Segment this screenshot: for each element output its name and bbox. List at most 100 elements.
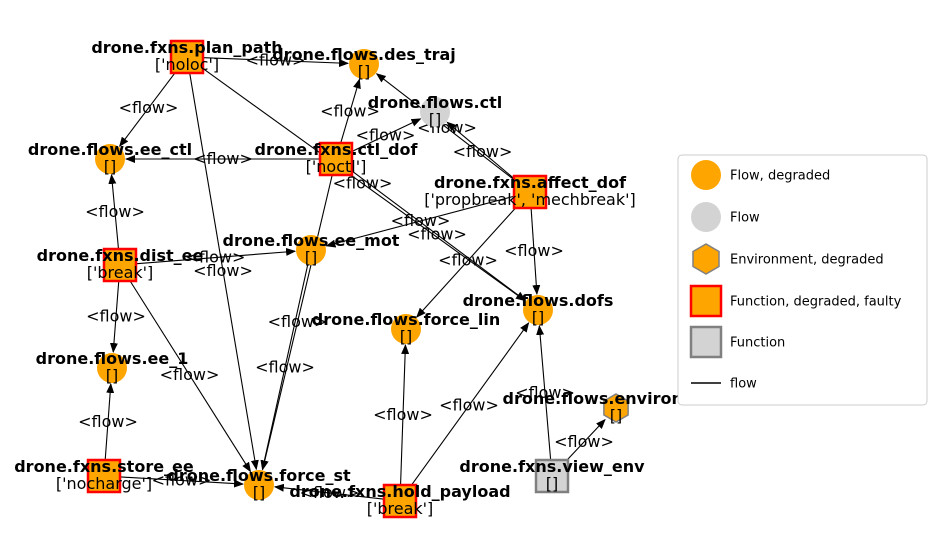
node-name-label: drone.fxns.plan_path — [91, 38, 282, 57]
node-name-label: drone.fxns.ctl_dof — [255, 140, 419, 159]
node-name-label: drone.fxns.view_env — [459, 457, 645, 476]
legend-swatch-environment-degraded — [692, 243, 720, 275]
edge-label: <flow> — [255, 358, 315, 377]
edge-affect_dof-to-ctl — [446, 121, 518, 182]
node-force-lin — [391, 314, 421, 344]
edge-label: <flow> — [193, 149, 253, 168]
node-name-label: drone.flows.ee_mot — [223, 231, 400, 250]
edge-ctl_dof-to-dofs — [349, 168, 526, 302]
node-status-label: [] — [610, 406, 622, 425]
node-name-label: drone.fxns.hold_payload — [289, 482, 510, 501]
node-name-label: drone.fxns.dist_ee — [37, 246, 204, 265]
node-ee-ctl — [95, 144, 125, 174]
legend-swatch-function — [689, 325, 723, 359]
legend-label: Function, degraded, faulty — [730, 295, 902, 310]
edge-affect_dof-to-des_traj — [375, 73, 517, 183]
edge-dist_ee-to-ee_1 — [109, 281, 120, 354]
node-status-label: [] — [104, 157, 116, 176]
edge-labels-layer: <flow><flow><flow><flow><flow><flow><flo… — [78, 51, 614, 503]
edge-affect_dof-to-dofs — [530, 208, 541, 296]
node-name-label: drone.flows.environment — [503, 389, 730, 408]
edge-store_ee-to-force_st — [120, 476, 245, 488]
node-affect-dof — [512, 174, 548, 210]
edge-label: <flow> — [373, 405, 433, 424]
node-des-traj — [349, 49, 379, 79]
edge-dist_ee-to-ee_mot — [136, 247, 297, 265]
edge-hold_payload-to-dofs — [409, 322, 530, 488]
edge-store_ee-to-ee_1 — [104, 382, 115, 460]
node-name-label: drone.fxns.store_ee — [14, 457, 194, 476]
edge-plan_path-to-dofs — [200, 66, 526, 302]
node-view-env — [534, 458, 570, 494]
node-dofs — [523, 295, 553, 325]
node-hold-payload — [382, 483, 418, 519]
node-name-label: drone.flows.des_traj — [272, 45, 456, 64]
edge-label: <flow> — [86, 307, 146, 326]
node-status-label: [] — [429, 110, 441, 129]
node-name-label: drone.flows.ee_1 — [36, 349, 189, 368]
node-labels-layer: drone.fxns.plan_path['noloc']drone.flows… — [14, 38, 730, 518]
node-status-label: ['nocharge'] — [56, 474, 152, 493]
edge-label: <flow> — [300, 483, 360, 502]
legend-label: flow — [730, 377, 757, 392]
legend-swatch-flow — [691, 202, 721, 232]
node-store-ee — [86, 458, 122, 494]
edge-plan_path-to-force_st — [189, 73, 259, 471]
node-status-label: [] — [532, 308, 544, 327]
node-plan-path — [169, 39, 205, 75]
legend-label: Function — [730, 336, 785, 351]
legend-label: Flow — [730, 211, 760, 226]
edge-hold_payload-to-force_lin — [400, 343, 410, 485]
node-name-label: drone.fxns.affect_dof — [434, 173, 627, 192]
edge-label: <flow> — [407, 225, 467, 244]
edge-label: <flow> — [333, 174, 393, 193]
node-name-label: drone.flows.force_lin — [312, 310, 500, 329]
node-status-label: [] — [400, 327, 412, 346]
edge-dist_ee-to-force_st — [128, 279, 251, 473]
edge-label: <flow> — [554, 432, 614, 451]
edge-label: <flow> — [438, 251, 498, 270]
node-force-st — [244, 470, 274, 500]
edge-label: <flow> — [453, 142, 513, 161]
edges-layer — [104, 57, 606, 500]
node-status-label: ['propbreak', 'mechbreak'] — [424, 190, 636, 209]
node-status-label: [] — [546, 474, 558, 493]
edge-ctl_dof-to-des_traj — [340, 78, 361, 143]
node-status-label: ['noctl'] — [306, 157, 367, 176]
node-status-label: [] — [358, 62, 370, 81]
edge-plan_path-to-ee_ctl — [119, 70, 178, 148]
legend-label: Flow, degraded — [730, 169, 830, 184]
node-status-label: ['break'] — [87, 263, 154, 282]
edge-label: <flow> — [152, 471, 212, 490]
legend-swatch-function-degraded-faulty — [689, 284, 723, 318]
edge-label: <flow> — [515, 383, 575, 402]
edge-affect_dof-to-ee_mot — [325, 195, 514, 248]
node-ctl — [420, 97, 450, 127]
legend-frame — [677, 154, 928, 406]
edge-label: <flow> — [391, 211, 451, 230]
node-environment — [603, 393, 629, 423]
edge-label: <flow> — [246, 51, 306, 70]
edge-view_env-to-dofs — [536, 324, 552, 460]
edge-label: <flow> — [119, 98, 179, 117]
node-name-label: drone.flows.dofs — [463, 291, 614, 310]
legend-label: Environment, degraded — [730, 253, 884, 268]
edge-label: <flow> — [356, 126, 416, 145]
edge-label: <flow> — [186, 248, 246, 267]
node-status-label: [] — [305, 248, 317, 267]
legend-swatch-flow-degraded — [691, 160, 721, 190]
node-name-label: drone.flows.force_st — [167, 466, 351, 485]
edge-ee_mot-to-force_st — [260, 264, 309, 471]
edge-label: <flow> — [268, 312, 328, 331]
node-name-label: drone.flows.ctl — [368, 93, 503, 112]
edge-label: <flow> — [439, 396, 499, 415]
edge-label: <flow> — [193, 261, 253, 280]
node-ee-1 — [97, 353, 127, 383]
node-status-label: [] — [253, 483, 265, 502]
node-status-label: [] — [106, 366, 118, 385]
nodes-layer — [86, 39, 629, 519]
edge-affect_dof-to-force_lin — [416, 204, 519, 318]
